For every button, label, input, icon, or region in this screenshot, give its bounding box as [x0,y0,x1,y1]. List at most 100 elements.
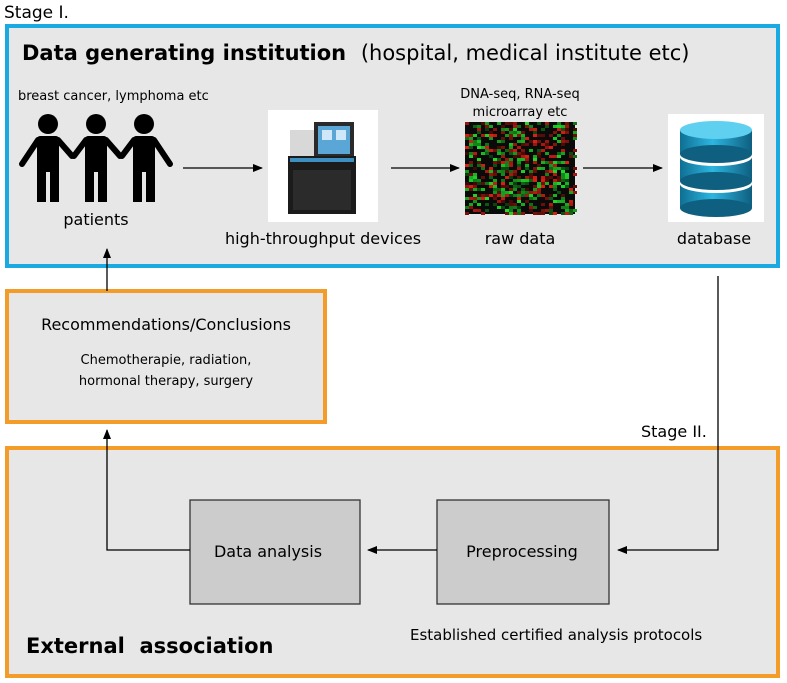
microarray-spot [533,188,537,191]
microarray-spot [509,206,513,209]
microarray-spot [489,185,493,188]
microarray-spot [517,209,521,212]
recommendations-line2: hormonal therapy, surgery [79,374,253,389]
microarray-spot [529,173,533,176]
microarray-spot [525,164,529,167]
microarray-spot [521,131,525,134]
microarray-spot [513,179,517,182]
microarray-spot [517,131,521,134]
microarray-spot [493,149,497,152]
microarray-spot [541,179,545,182]
microarray-spot [489,155,493,158]
microarray-spot [481,134,485,137]
microarray-spot [481,176,485,179]
microarray-spot [557,176,561,179]
microarray-spot [569,212,573,215]
microarray-spot [561,176,565,179]
patients-label: patients [63,210,128,229]
microarray-spot [541,203,545,206]
microarray-spot [509,209,513,212]
microarray-spot [501,137,505,140]
microarray-heatmap-icon [465,122,577,215]
microarray-spot [513,143,517,146]
microarray-spot [469,179,473,182]
microarray-spot [481,197,485,200]
microarray-spot [545,179,549,182]
microarray-spot [537,140,541,143]
microarray-spot [485,128,489,131]
microarray-spot [545,161,549,164]
microarray-spot [485,143,489,146]
microarray-spot [481,122,485,125]
microarray-spot [557,200,561,203]
microarray-spot [497,170,501,173]
microarray-spot [565,185,569,188]
microarray-spot [529,170,533,173]
microarray-spot [517,158,521,161]
microarray-spot [545,122,549,125]
microarray-spot [505,191,509,194]
microarray-spot [489,134,493,137]
microarray-spot [489,149,493,152]
microarray-spot [513,134,517,137]
microarray-spot [525,122,529,125]
recommendations-panel [5,289,327,424]
microarray-spot [573,191,577,194]
microarray-spot [565,167,569,170]
microarray-spot [525,182,529,185]
microarray-spot [501,170,505,173]
microarray-spot [513,149,517,152]
microarray-spot [537,149,541,152]
microarray-spot [469,146,473,149]
database-label: database [677,229,751,248]
microarray-spot [561,143,565,146]
microarray-spot [477,131,481,134]
microarray-spot [485,146,489,149]
microarray-spot [525,167,529,170]
microarray-spot [513,170,517,173]
microarray-spot [513,173,517,176]
microarray-spot [505,134,509,137]
microarray-spot [477,209,481,212]
microarray-spot [553,125,557,128]
microarray-spot [473,167,477,170]
microarray-spot [497,149,501,152]
microarray-spot [501,206,505,209]
microarray-spot [517,167,521,170]
microarray-spot [477,128,481,131]
microarray-spot [477,158,481,161]
microarray-spot [517,206,521,209]
microarray-spot [525,194,529,197]
microarray-spot [477,164,481,167]
microarray-spot [533,179,537,182]
microarray-spot [465,134,469,137]
microarray-spot [553,164,557,167]
microarray-spot [477,137,481,140]
microarray-spot [473,152,477,155]
microarray-spot [537,191,541,194]
microarray-spot [569,203,573,206]
microarray-spot [513,203,517,206]
microarray-spot [533,134,537,137]
microarray-spot [473,194,477,197]
microarray-spot [477,179,481,182]
microarray-spot [517,197,521,200]
microarray-spot [569,152,573,155]
microarray-spot [549,203,553,206]
microarray-spot [517,200,521,203]
microarray-spot [473,155,477,158]
microarray-spot [521,179,525,182]
microarray-spot [505,185,509,188]
microarray-spot [501,128,505,131]
microarray-spot [513,122,517,125]
microarray-spot [501,155,505,158]
preprocessing-box [436,499,610,605]
microarray-spot [509,191,513,194]
rawdata-caption-line1: DNA-seq, RNA-seq [460,87,579,102]
microarray-spot [501,164,505,167]
microarray-spot [509,164,513,167]
microarray-spot [513,182,517,185]
microarray-spot [505,212,509,215]
microarray-spot [561,167,565,170]
microarray-spot [469,176,473,179]
